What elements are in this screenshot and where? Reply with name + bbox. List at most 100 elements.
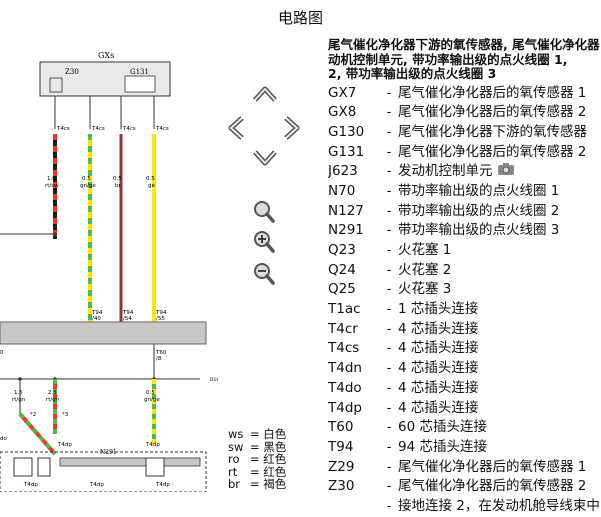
list-item[interactable]: Q23-火花塞 1 bbox=[328, 241, 601, 261]
arrow-left-icon[interactable] bbox=[226, 115, 246, 141]
camera-icon[interactable] bbox=[497, 162, 515, 176]
list-item[interactable]: Z30-尾气催化净化器后的氧传感器 2 bbox=[328, 477, 601, 497]
wire-color-legend: ws= 白色 sw= 黑色 ro= 红色 rt= 红色 br= 褐色 bbox=[228, 428, 286, 491]
component-description: 4 芯插头连接 bbox=[398, 379, 479, 396]
legend-item: br= 褐色 bbox=[228, 477, 287, 491]
component-description: 4 芯插头连接 bbox=[398, 320, 479, 337]
component-description: 带功率输出级的点火线圈 1 bbox=[398, 182, 560, 199]
arrow-up-icon[interactable] bbox=[252, 84, 278, 104]
list-item[interactable]: Q25 -火花塞 3 bbox=[328, 280, 601, 300]
svg-text:1.5: 1.5 bbox=[14, 390, 23, 396]
component-code: T1ac bbox=[328, 301, 361, 318]
component-description: 尾气催化净化器后的氧传感器 2 bbox=[398, 104, 587, 121]
coil-label: N291 bbox=[100, 449, 117, 456]
list-item[interactable]: GX8-尾气催化净化器后的氧传感器 2 bbox=[328, 103, 601, 123]
list-item[interactable]: T4dp-4 芯插头连接 bbox=[328, 399, 601, 419]
component-description: 接地连接 2，在发动机舱导线束中 bbox=[398, 497, 600, 514]
svg-text:1.0: 1.0 bbox=[47, 176, 56, 182]
component-code: G130 bbox=[328, 123, 365, 140]
svg-text:T4dp: T4dp bbox=[57, 442, 72, 448]
component-description: 4 芯插头连接 bbox=[398, 399, 479, 416]
component-description: 4 芯插头连接 bbox=[398, 340, 479, 357]
svg-text:br: br bbox=[115, 183, 121, 189]
list-item[interactable]: N291-带功率输出级的点火线圈 3 bbox=[328, 221, 601, 241]
component-code: T4do bbox=[328, 379, 362, 396]
svg-text:gn/ge: gn/ge bbox=[80, 183, 96, 189]
separator: - bbox=[386, 458, 392, 475]
svg-text:/40: /40 bbox=[92, 316, 101, 322]
list-item[interactable]: T1ac-1 芯插头连接 bbox=[328, 300, 601, 320]
component-description: 1 芯插头连接 bbox=[398, 301, 479, 318]
separator: - bbox=[386, 379, 392, 396]
svg-text:2.5: 2.5 bbox=[48, 390, 57, 396]
list-item[interactable]: T4dn-4 芯插头连接 bbox=[328, 359, 601, 379]
separator: - bbox=[386, 281, 392, 298]
component-description: 发动机控制单元 bbox=[398, 163, 493, 180]
component-z30: Z30 bbox=[65, 68, 79, 76]
component-code: T4cr bbox=[328, 320, 358, 337]
component-code: N127 bbox=[328, 202, 364, 219]
component-code: Q24 bbox=[328, 261, 356, 278]
list-item[interactable]: T94-94 芯插头连接 bbox=[328, 438, 601, 458]
component-description: 火花塞 3 bbox=[398, 281, 452, 298]
component-description: 尾气催化净化器下游的氧传感器 bbox=[398, 123, 587, 140]
list-item[interactable]: T4cs-4 芯插头连接 bbox=[328, 339, 601, 359]
separator: - bbox=[386, 261, 392, 278]
list-item[interactable]: T60-60 芯插头连接 bbox=[328, 418, 601, 438]
svg-text:T94: T94 bbox=[91, 310, 103, 316]
separator: - bbox=[386, 143, 392, 160]
list-item[interactable]: T4do -4 芯插头连接 bbox=[328, 379, 601, 399]
component-description: 带功率输出级的点火线圈 3 bbox=[398, 222, 560, 239]
component-description: 60 芯插头连接 bbox=[398, 419, 487, 436]
list-item[interactable]: -接地连接 2，在发动机舱导线束中 bbox=[328, 497, 601, 517]
separator: - bbox=[386, 123, 392, 140]
component-code: GX8 bbox=[328, 104, 357, 121]
separator: - bbox=[386, 320, 392, 337]
separator: - bbox=[386, 202, 392, 219]
separator: - bbox=[386, 340, 392, 357]
separator: - bbox=[386, 419, 392, 436]
svg-text:T4dp: T4dp bbox=[89, 482, 104, 488]
legend-item: sw= 黑色 bbox=[228, 439, 287, 454]
navigation-controls bbox=[222, 80, 312, 300]
circuit-diagram[interactable]: GXs Z30 G131 T4cs T4cs T4cs T4cs 1.0rt/s… bbox=[0, 34, 218, 492]
connector-t4cs-1: T4cs bbox=[56, 126, 70, 132]
component-code bbox=[328, 497, 380, 517]
list-item[interactable]: Q24-火花塞 2 bbox=[328, 261, 601, 281]
list-item[interactable]: J623-发动机控制单元 bbox=[328, 162, 601, 182]
component-description: 火花塞 1 bbox=[398, 242, 452, 258]
svg-text:*2: *2 bbox=[30, 412, 36, 418]
separator: - bbox=[386, 497, 392, 514]
svg-text:*3: *3 bbox=[62, 412, 69, 418]
component-description: 94 芯插头连接 bbox=[398, 438, 487, 455]
zoom-in-icon[interactable] bbox=[252, 230, 276, 254]
list-item[interactable]: T4cr -4 芯插头连接 bbox=[328, 320, 601, 340]
arrow-down-icon[interactable] bbox=[252, 148, 278, 168]
component-list-heading: 尾气催化净化器下游的氧传感器, 尾气催化净化器 动机控制单元, 带功率输出级的点… bbox=[328, 38, 600, 81]
component-code: Z30 bbox=[328, 478, 355, 495]
component-list: 尾气催化净化器下游的氧传感器, 尾气催化净化器 动机控制单元, 带功率输出级的点… bbox=[328, 38, 601, 517]
component-code: Q23 bbox=[328, 242, 356, 258]
svg-text:gn/ge: gn/ge bbox=[144, 397, 160, 403]
list-item[interactable]: GX7-尾气催化净化器后的氧传感器 1 bbox=[328, 84, 601, 104]
component-description: 带功率输出级的点火线圈 2 bbox=[398, 202, 560, 219]
svg-text:rt/sw: rt/sw bbox=[45, 183, 59, 189]
zoom-out-icon[interactable] bbox=[252, 262, 276, 286]
component-description: 尾气催化净化器后的氧传感器 1 bbox=[398, 458, 587, 475]
connector-t4cs-2: T4cs bbox=[91, 126, 105, 132]
svg-text:do: do bbox=[0, 436, 7, 442]
legend-item: ro= 红色 bbox=[228, 452, 287, 466]
list-item[interactable]: N127 -带功率输出级的点火线圈 2 bbox=[328, 202, 601, 222]
component-code: N291 bbox=[328, 222, 364, 239]
separator: - bbox=[386, 360, 392, 377]
component-code: Q25 bbox=[328, 281, 356, 298]
legend-item: ws= 白色 bbox=[228, 427, 287, 441]
separator: - bbox=[386, 438, 392, 455]
list-item[interactable]: Z29-尾气催化净化器后的氧传感器 1 bbox=[328, 458, 601, 478]
arrow-right-icon[interactable] bbox=[282, 115, 302, 141]
list-item[interactable]: N70-带功率输出级的点火线圈 1 bbox=[328, 182, 601, 202]
list-item[interactable]: G131-尾气催化净化器后的氧传感器 2 bbox=[328, 143, 601, 163]
svg-text:rt/gn: rt/gn bbox=[12, 397, 26, 403]
zoom-fit-icon[interactable] bbox=[252, 200, 276, 224]
list-item[interactable]: G130 -尾气催化净化器下游的氧传感器 bbox=[328, 123, 601, 143]
